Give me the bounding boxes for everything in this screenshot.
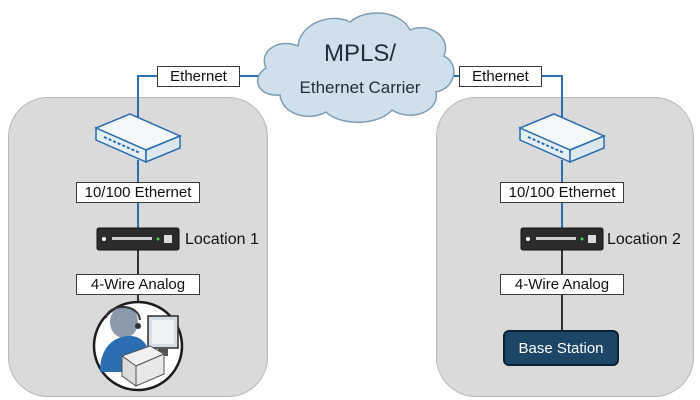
location-1-label: Location 1 [185,231,259,248]
cloud-subtitle: Ethernet Carrier [299,78,421,97]
left-wan-label: Ethernet [157,66,240,87]
right-wan-label: Ethernet [459,66,542,87]
left-lan-label: 10/100 Ethernet [76,182,200,203]
left-switch-icon [94,113,182,164]
cloud-title: MPLS/ [323,40,397,67]
location-2-label: Location 2 [607,231,681,248]
right-analog-label: 4-Wire Analog [500,274,624,295]
dispatcher-headset-icon [92,300,184,392]
left-analog-label: 4-Wire Analog [76,274,200,295]
left-gateway-device-icon [96,227,180,251]
right-switch-icon [518,113,606,164]
right-lan-label: 10/100 Ethernet [500,182,624,203]
right-gateway-device-icon [520,227,604,251]
base-station-node: Base Station [503,330,619,366]
cloud-icon [256,12,455,123]
